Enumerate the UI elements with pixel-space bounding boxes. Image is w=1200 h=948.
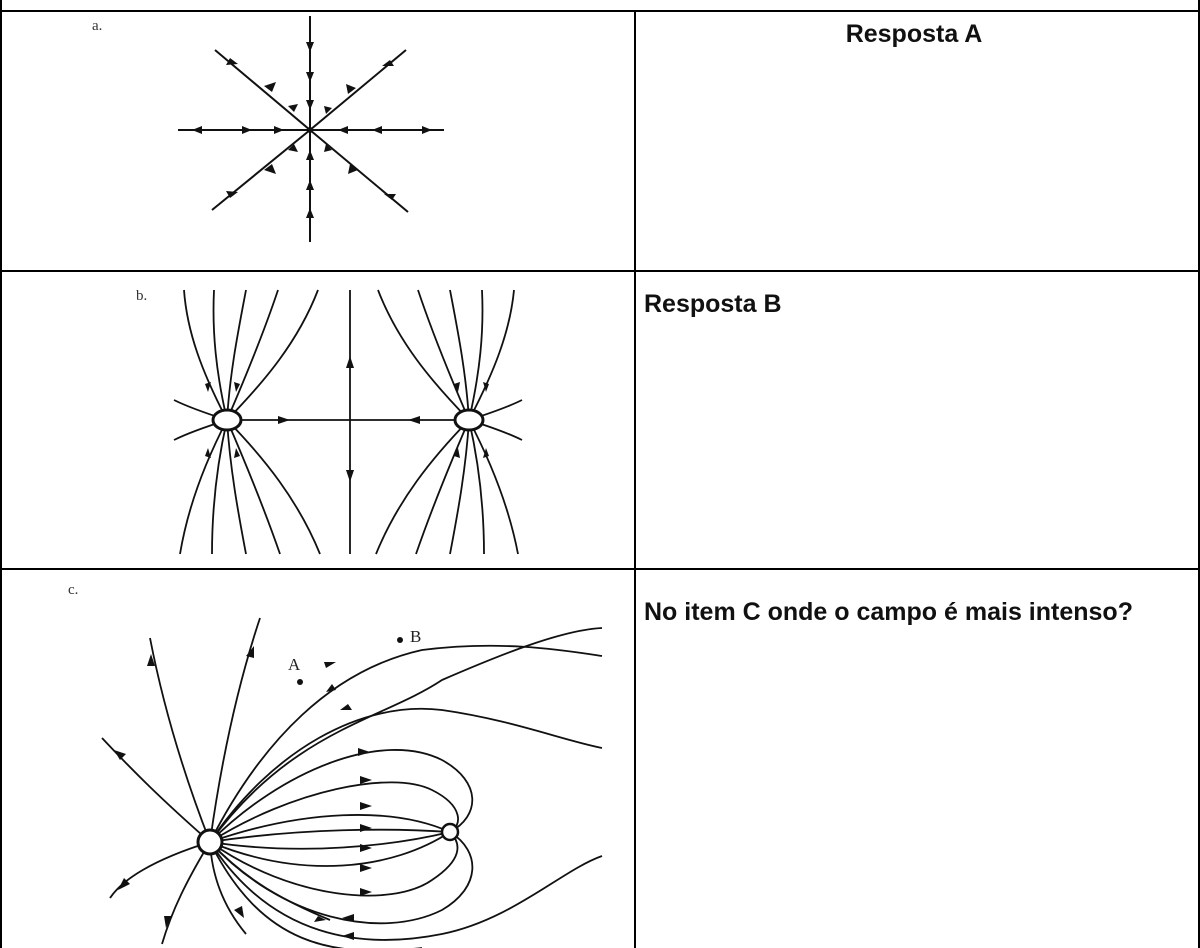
figure-a-radial-field: a. [2, 12, 634, 270]
figure-a-label: a. [92, 18, 102, 34]
point-b-label: B [410, 627, 421, 646]
table-border-left [0, 0, 2, 948]
answer-b-text: Resposta B [644, 290, 782, 318]
answer-a-text: Resposta A [845, 20, 983, 48]
figure-b-label: b. [136, 288, 147, 304]
table-column-divider [634, 10, 636, 948]
table-row-border-2 [0, 568, 1200, 570]
figure-b-two-charges-field: b. [2, 272, 634, 568]
answer-c-text: No item C onde o campo é mais intenso? [644, 598, 1133, 626]
figure-c-label: c. [68, 582, 78, 598]
figure-c-unequal-charges-field: c. [2, 570, 634, 948]
table-border-right [1198, 0, 1200, 948]
table-row-border-1 [0, 270, 1200, 272]
table-row-border-top [0, 10, 1200, 12]
point-a-label: A [288, 655, 301, 674]
